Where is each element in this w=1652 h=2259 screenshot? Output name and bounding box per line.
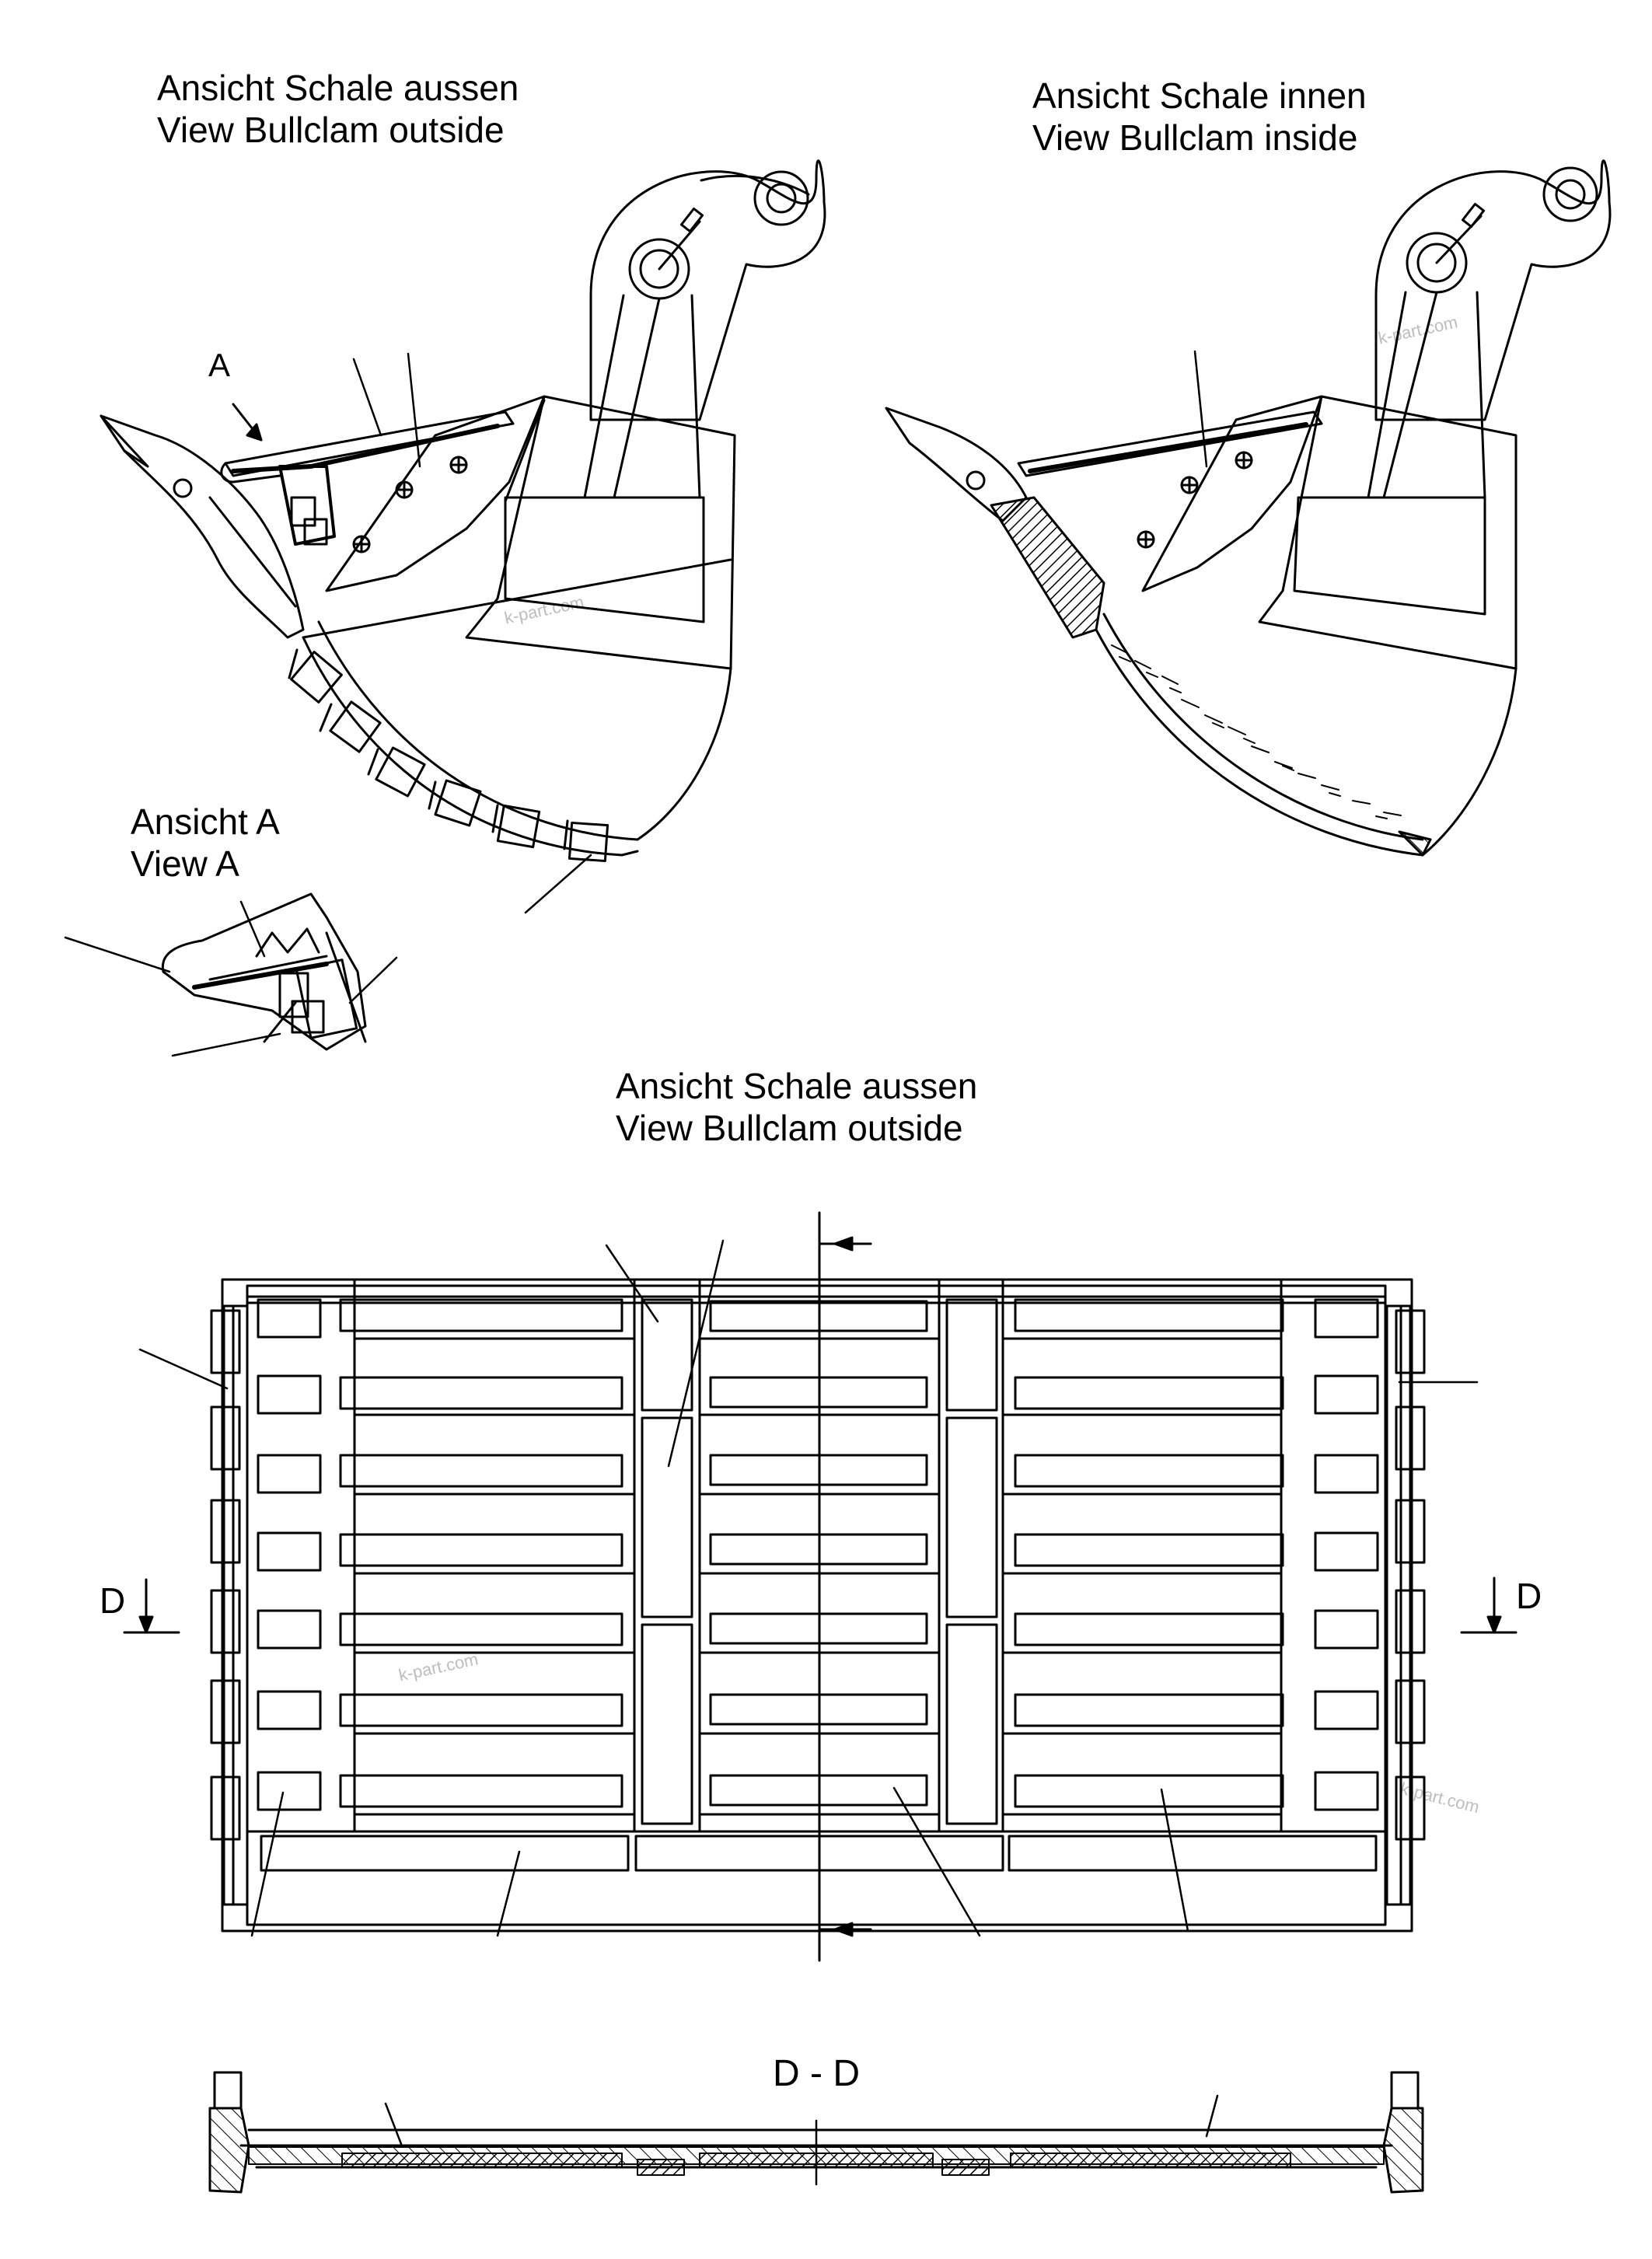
section-marker-right: D xyxy=(1516,1576,1542,1616)
arrow-a-label: A xyxy=(208,347,231,383)
section-d-d xyxy=(208,2071,1424,2194)
bucket-outside-view xyxy=(100,159,826,914)
view-label-outside-middle: Ansicht Schale aussen View Bullclam outs… xyxy=(616,1065,977,1149)
section-title: D - D xyxy=(773,2053,860,2094)
view-label-de: Ansicht Schale aussen xyxy=(157,68,519,108)
section-marker-left: D xyxy=(100,1580,126,1621)
view-label-de: Ansicht Schale aussen xyxy=(616,1066,978,1106)
view-label-en: View Bullclam outside xyxy=(157,110,505,150)
tooth-adapters xyxy=(288,648,609,863)
view-label-en: View Bullclam outside xyxy=(616,1108,963,1148)
view-label-en: View A xyxy=(131,843,239,884)
wear-bars-left xyxy=(339,1298,636,1816)
bucket-flat-view xyxy=(123,1211,1518,1962)
view-label-inside-top: Ansicht Schale innen View Bullclam insid… xyxy=(1032,75,1367,159)
view-label-outside-top: Ansicht Schale aussen View Bullclam outs… xyxy=(157,67,519,151)
view-label-de: Ansicht A xyxy=(131,801,280,842)
right-wear-buttons xyxy=(1314,1298,1379,1811)
detail-view-a xyxy=(64,892,398,1057)
side-adapters-right xyxy=(1395,1309,1426,1841)
center-blocks-left xyxy=(641,1298,693,1825)
view-label-detail-a: Ansicht A View A xyxy=(131,801,280,885)
center-blocks-right xyxy=(945,1298,998,1825)
view-label-en: View Bullclam inside xyxy=(1032,117,1358,158)
side-adapters-left xyxy=(210,1309,241,1841)
view-label-de: Ansicht Schale innen xyxy=(1032,75,1367,116)
wear-bars-right xyxy=(1001,1298,1284,1816)
inside-wear-bars xyxy=(1111,644,1411,835)
bucket-inside-view xyxy=(885,159,1612,857)
left-wear-buttons xyxy=(257,1298,322,1811)
